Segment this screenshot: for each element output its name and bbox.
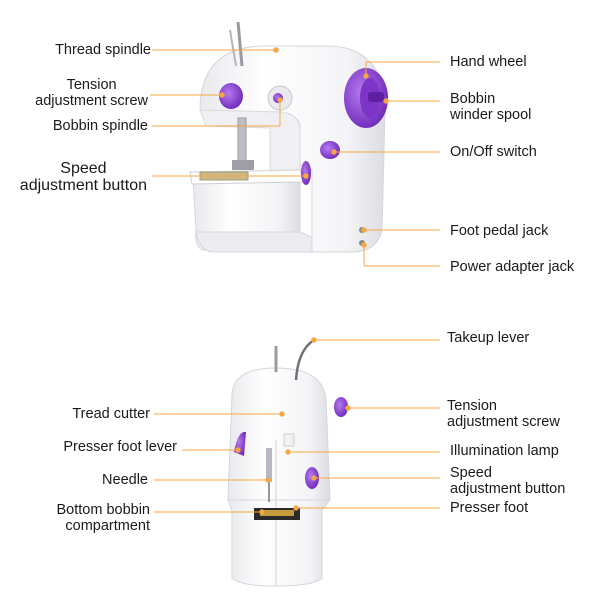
machine-base-front	[195, 231, 319, 253]
thread-spindle-2	[229, 29, 237, 67]
label-speed-button-2: Speed adjustment button	[450, 465, 565, 497]
label-speed-button-line2: adjustment button	[19, 177, 147, 194]
label-hand-wheel: Hand wheel	[450, 54, 527, 70]
label-power-adapter-jack: Power adapter jack	[450, 259, 575, 275]
top-machine-illustration	[189, 21, 388, 253]
takeup-lever-shape	[294, 338, 315, 381]
label-bobbin-spindle: Bobbin spindle	[52, 118, 148, 134]
label-needle: Needle	[102, 472, 148, 488]
presser-foot-top	[232, 160, 254, 170]
label-speed-button-line1: Speed	[60, 160, 107, 177]
speed-button-shape	[301, 161, 311, 185]
tension-screw	[334, 397, 348, 417]
label-presser-foot-lever: Presser foot lever	[63, 439, 177, 455]
machine-body-front	[227, 367, 331, 501]
bottom-machine-illustration	[227, 338, 348, 587]
label-bottom-bobbin-line1: Bottom bobbin	[56, 502, 150, 518]
thread-spindle	[236, 21, 244, 67]
label-on-off-switch: On/Off switch	[450, 144, 537, 160]
on-off-switch-shape	[320, 141, 340, 159]
label-tension-screw-2-line2: adjustment screw	[447, 414, 560, 430]
label-thread-cutter: Tread cutter	[72, 406, 150, 422]
illumination-lamp-shape	[283, 433, 295, 447]
label-bottom-bobbin: Bottom bobbin compartment	[56, 502, 150, 534]
label-tension-screw-2-line1: Tension	[447, 398, 497, 414]
label-bobbin-winder: Bobbin winder spool	[450, 91, 531, 123]
label-speed-button: Speed adjustment button	[20, 160, 147, 194]
label-presser-foot: Presser foot	[450, 500, 529, 516]
needle-shape	[266, 448, 272, 482]
label-thread-spindle: Thread spindle	[55, 42, 151, 58]
label-tension-screw-line2: adjustment screw	[35, 93, 148, 109]
label-tension-screw: Tension adjustment screw	[35, 77, 148, 109]
label-foot-pedal-jack: Foot pedal jack	[450, 223, 549, 239]
label-speed-button-2-line2: adjustment button	[450, 481, 566, 497]
label-speed-button-2-line1: Speed	[450, 465, 492, 481]
label-tension-screw-2: Tension adjustment screw	[447, 398, 560, 430]
label-takeup-lever: Takeup lever	[447, 330, 530, 346]
label-bobbin-winder-line1: Bobbin	[450, 91, 496, 107]
tension-screw	[219, 83, 243, 109]
label-illumination-lamp: Illumination lamp	[450, 443, 559, 459]
label-bobbin-winder-line2: winder spool	[450, 107, 532, 123]
label-bottom-bobbin-line2: compartment	[65, 518, 150, 534]
label-tension-screw-line1: Tension	[66, 77, 117, 93]
leader-lines	[150, 47, 440, 515]
